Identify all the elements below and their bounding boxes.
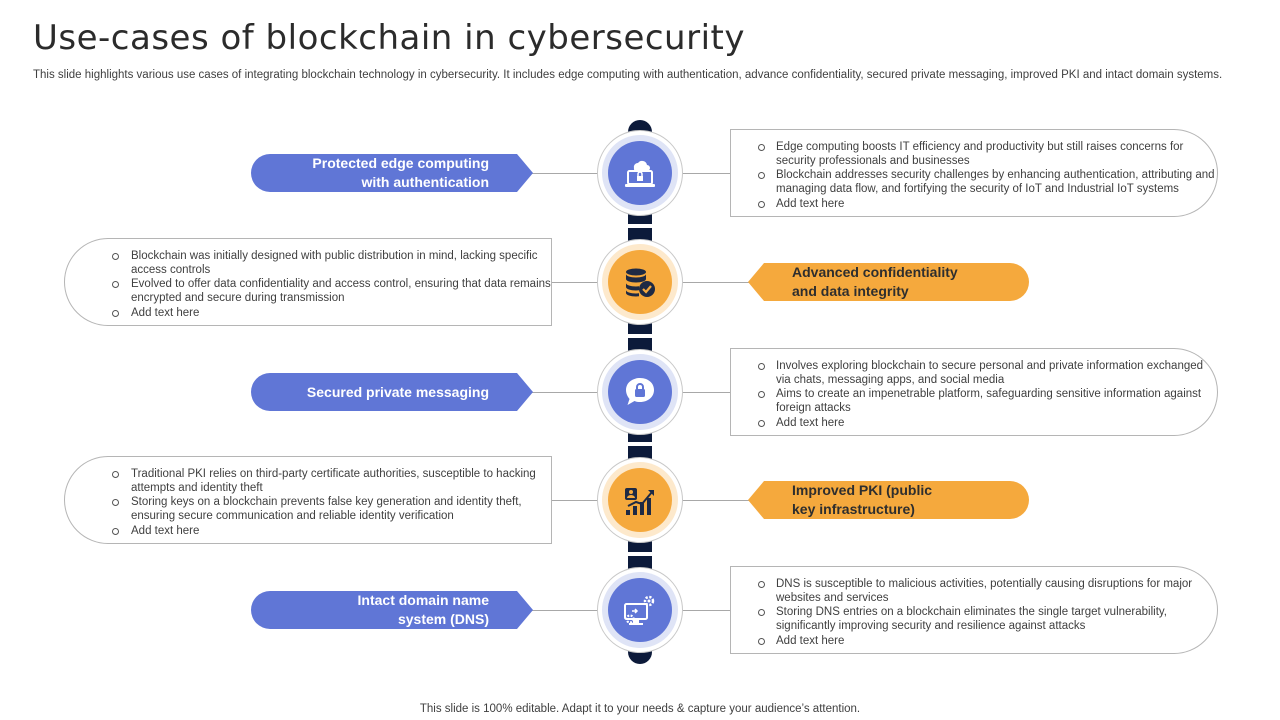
use-case-details-edge-computing: Edge computing boosts IT efficiency and … xyxy=(730,129,1218,217)
connector-line xyxy=(532,392,600,393)
detail-point: Blockchain was initially designed with p… xyxy=(65,249,551,278)
label-line: with authentication xyxy=(361,174,489,190)
use-case-details-dns: DNS is susceptible to malicious activiti… xyxy=(730,566,1218,654)
spine-gap xyxy=(624,442,656,446)
use-case-label-dns: Intact domain name system (DNS) xyxy=(251,591,533,629)
user-growth-chart-icon xyxy=(625,488,654,515)
connector-line xyxy=(680,610,730,611)
connector-line xyxy=(532,173,600,174)
label-line: system (DNS) xyxy=(397,611,489,627)
label-line: Advanced confidentiality xyxy=(792,264,958,280)
use-case-label-pki: Improved PKI (public key infrastructure) xyxy=(748,481,1029,519)
detail-point: Aims to create an impenetrable platform,… xyxy=(731,387,1217,416)
node-messaging xyxy=(608,360,672,424)
detail-point: Edge computing boosts IT efficiency and … xyxy=(731,140,1217,169)
connector-line xyxy=(552,282,602,283)
node-dns xyxy=(608,578,672,642)
use-case-label-messaging: Secured private messaging xyxy=(251,373,533,411)
connector-line xyxy=(680,392,730,393)
label-line: Secured private messaging xyxy=(306,383,489,400)
laptop-cloud-icon xyxy=(625,160,655,187)
spine-gap xyxy=(624,552,656,556)
detail-point: Evolved to offer data confidentiality an… xyxy=(65,277,551,306)
detail-point: Blockchain addresses security challenges… xyxy=(731,168,1217,197)
detail-point: Add text here xyxy=(731,416,1217,430)
detail-point: Add text here xyxy=(65,306,551,320)
detail-point: Traditional PKI relies on third-party ce… xyxy=(65,467,551,496)
detail-point: Add text here xyxy=(731,634,1217,648)
spine-gap xyxy=(624,334,656,338)
label-line: Protected edge computing xyxy=(312,155,489,171)
connector-line xyxy=(680,173,730,174)
detail-point: Involves exploring blockchain to secure … xyxy=(731,359,1217,388)
use-case-label-edge-computing: Protected edge computing with authenticat… xyxy=(251,154,533,192)
label-line: key infrastructure) xyxy=(792,501,915,517)
database-check-icon xyxy=(626,268,655,297)
label-line: Intact domain name xyxy=(357,592,489,608)
node-confidentiality xyxy=(608,250,672,314)
connector-line xyxy=(680,500,750,501)
page-title: Use-cases of blockchain in cybersecurity xyxy=(33,18,745,58)
use-case-details-messaging: Involves exploring blockchain to secure … xyxy=(730,348,1218,436)
connector-line xyxy=(552,500,602,501)
detail-point: Add text here xyxy=(65,524,551,538)
footer-note: This slide is 100% editable. Adapt it to… xyxy=(419,703,861,715)
node-edge-computing xyxy=(608,141,672,205)
detail-point: Storing DNS entries on a blockchain elim… xyxy=(731,605,1217,634)
use-case-label-confidentiality: Advanced confidentiality and data integri… xyxy=(748,263,1029,301)
connector-line xyxy=(680,282,750,283)
label-line: and data integrity xyxy=(792,283,909,299)
detail-point: Storing keys on a blockchain prevents fa… xyxy=(65,495,551,524)
connector-line xyxy=(532,610,600,611)
node-pki xyxy=(608,468,672,532)
label-line: Improved PKI (public xyxy=(792,482,933,498)
detail-point: Add text here xyxy=(731,197,1217,211)
use-case-details-confidentiality: Blockchain was initially designed with p… xyxy=(64,238,552,326)
chat-lock-icon xyxy=(626,378,654,405)
use-case-details-pki: Traditional PKI relies on third-party ce… xyxy=(64,456,552,544)
page-subtitle: This slide highlights various use cases … xyxy=(33,69,1223,81)
detail-point: DNS is susceptible to malicious activiti… xyxy=(731,577,1217,606)
spine-gap xyxy=(624,224,656,228)
monitor-gear-icon xyxy=(624,595,655,625)
